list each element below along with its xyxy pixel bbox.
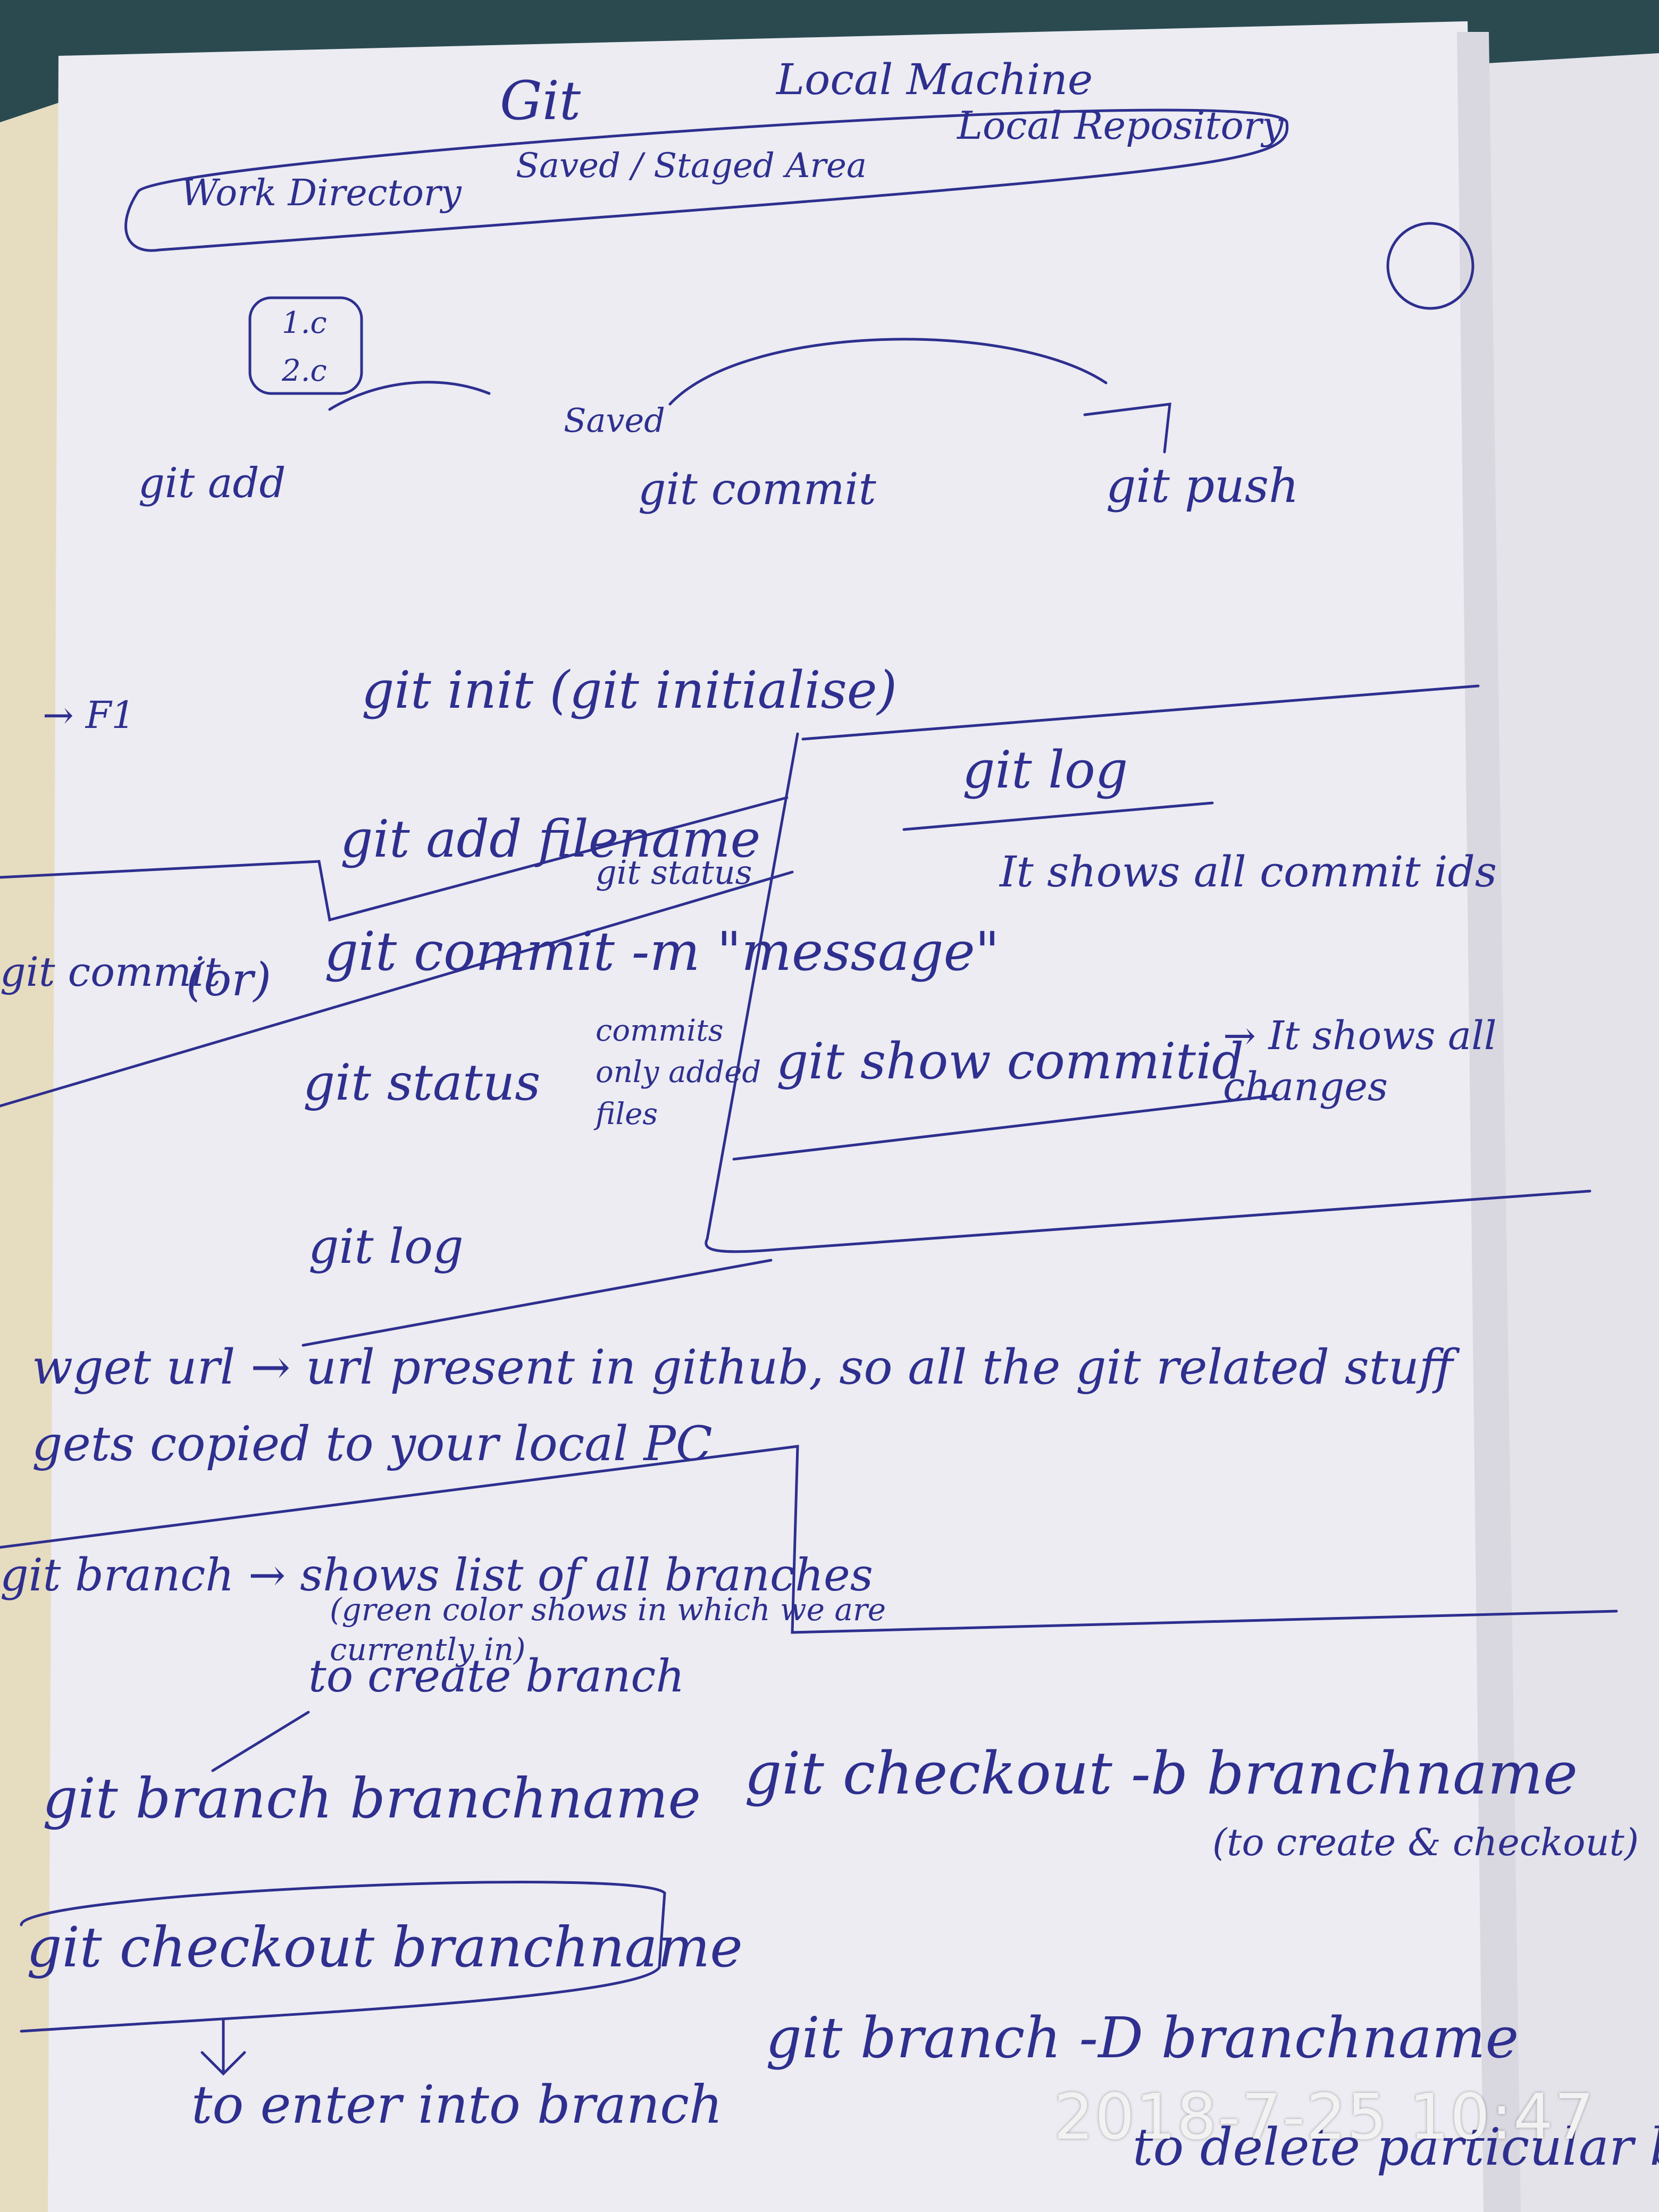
checkout-arrow — [200, 2019, 246, 2076]
add-underline — [0, 796, 789, 922]
cmd-git-commit: git commit -m "message" — [324, 920, 1000, 983]
margin-circle — [1386, 222, 1474, 310]
cmd-git-log-left: git log — [308, 1219, 464, 1275]
log-box-left — [705, 732, 1591, 1253]
checkout-b-note: (to create & checkout) — [1212, 1821, 1639, 1864]
cmd-git-show: git show commitid — [776, 1033, 1244, 1091]
notebook-page — [48, 21, 1499, 2212]
header-staged-area: Saved / Staged Area — [516, 146, 867, 186]
file-1c: 1.c — [282, 306, 327, 340]
show-underline — [732, 1094, 1278, 1161]
page-fold-shadow — [1457, 32, 1521, 2212]
header-git: Git — [500, 70, 581, 132]
flow-git-commit: git commit — [638, 464, 876, 515]
header-local-machine: Local Machine — [776, 55, 1093, 104]
repo-mark — [1083, 403, 1171, 454]
checkout-note: to enter into branch — [191, 2075, 723, 2135]
file-2c: 2.c — [282, 354, 327, 388]
header-work-directory: Work Directory — [181, 172, 462, 214]
create-arrow — [211, 1711, 310, 1772]
commit-arrow — [668, 338, 1108, 406]
cmd-git-checkout: git checkout branchname — [27, 1915, 743, 1980]
add-arrow — [328, 381, 491, 411]
header-local-repository: Local Repository — [957, 103, 1284, 148]
cmd-git-add: git add filename — [340, 809, 761, 869]
header-box — [124, 108, 1289, 252]
cmd-git-branch-delete: git branch -D branchname — [766, 2005, 1519, 2071]
cmd-git-status-small: git status — [596, 853, 752, 892]
or-label: (or) — [186, 953, 271, 1007]
commit-note: commits only added files — [596, 1013, 761, 1132]
cmd-git-init: git init (git initialise) — [362, 660, 897, 720]
branch-list: git branch → shows list of all branches — [0, 1549, 873, 1601]
wget-note: wget url → url present in github, so all… — [32, 1339, 1453, 1472]
ink-drawings — [0, 108, 1618, 2076]
cmd-git-status: git status — [303, 1054, 541, 1112]
log-box-top — [801, 684, 1480, 741]
flow-git-push: git push — [1106, 458, 1299, 513]
checkout-box — [20, 1881, 666, 2033]
show-note: → It shows all changes — [1223, 1013, 1497, 1110]
log-underline — [902, 801, 1214, 831]
right-page — [1478, 53, 1659, 2212]
cmd-git-log: git log — [962, 740, 1128, 800]
cmd-git-branch-create: git branch branchname — [43, 1766, 701, 1831]
margin-git-commit: git commit — [0, 948, 221, 995]
cmd-git-checkout-b: git checkout -b branchname — [744, 1739, 1578, 1807]
commit-divider — [0, 870, 794, 1108]
files-box — [248, 296, 363, 395]
photo-timestamp: 2018-7-25 10:47 — [1053, 2080, 1595, 2154]
branch-create-label: to create branch — [308, 1650, 685, 1702]
flow-saved: Saved — [564, 401, 665, 440]
arrow-f1: → F1 — [43, 693, 136, 737]
branch-note: (green color shows in which we are curre… — [330, 1591, 886, 1668]
log-note: It shows all commit ids — [1000, 847, 1497, 896]
branch-box — [0, 1445, 1618, 1634]
delete-note: to delete particular branch — [1133, 2117, 1659, 2177]
flow-git-add: git add — [138, 459, 286, 507]
back-page — [0, 101, 64, 2212]
wget-divider — [301, 1259, 773, 1347]
